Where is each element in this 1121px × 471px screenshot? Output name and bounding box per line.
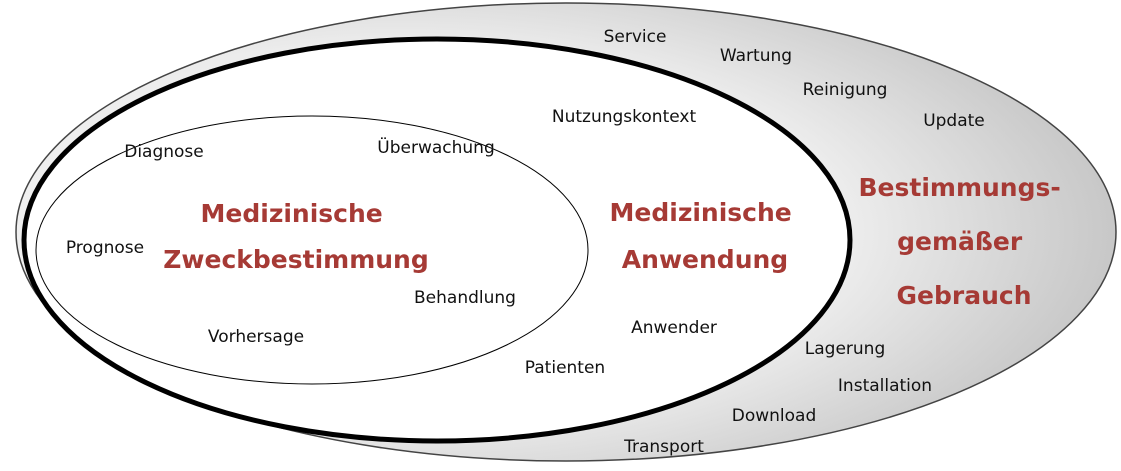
label-wartung: Wartung [720, 46, 792, 66]
label-prognose: Prognose [66, 238, 144, 258]
label-patienten: Patienten [525, 358, 605, 378]
label-download: Download [732, 406, 817, 426]
inner-heading-line-2: Zweckbestimmung [163, 245, 428, 274]
label-transport: Transport [623, 437, 704, 457]
outer-heading-line-1: Bestimmungs- [859, 173, 1061, 202]
label-nutzungskontext: Nutzungskontext [552, 107, 697, 127]
middle-heading-line-2: Anwendung [622, 245, 788, 274]
middle-heading-line-1: Medizinische [610, 198, 792, 227]
inner-heading-line-1: Medizinische [201, 199, 383, 228]
outer-heading-line-2: gemäßer [897, 227, 1023, 256]
label-ueberwachung: Überwachung [377, 136, 494, 158]
outer-heading-line-3: Gebrauch [897, 281, 1032, 310]
label-service: Service [604, 27, 667, 47]
label-lagerung: Lagerung [805, 339, 885, 359]
label-installation: Installation [838, 376, 932, 396]
label-reinigung: Reinigung [803, 80, 888, 100]
label-update: Update [923, 111, 985, 131]
label-vorhersage: Vorhersage [208, 327, 304, 347]
label-diagnose: Diagnose [124, 142, 204, 162]
inner-heading: Medizinische Zweckbestimmung [163, 199, 428, 274]
inner-ellipse [35, 115, 589, 385]
label-behandlung: Behandlung [414, 288, 516, 308]
label-anwender: Anwender [631, 318, 717, 338]
outer-heading: Bestimmungs- gemäßer Gebrauch [859, 173, 1070, 310]
middle-heading: Medizinische Anwendung [610, 198, 801, 274]
